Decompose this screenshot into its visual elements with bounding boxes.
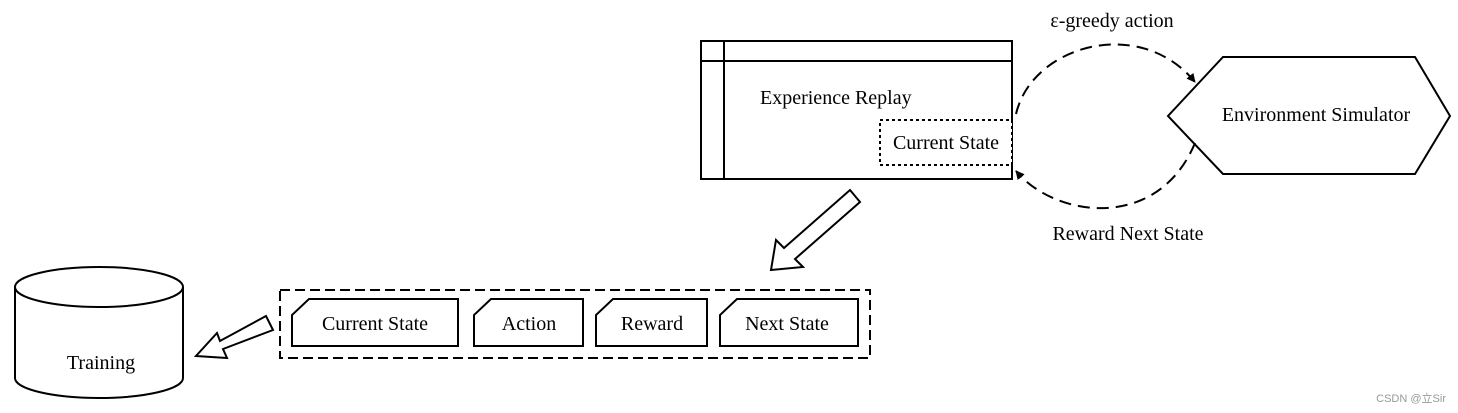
environment-simulator: Environment Simulator xyxy=(1166,56,1452,175)
current-state-slot xyxy=(879,119,1013,166)
training-database: Training xyxy=(14,266,184,399)
sample-arrow-icon xyxy=(769,188,862,272)
watermark: CSDN @立Sir xyxy=(1376,391,1446,405)
batch-item: Reward xyxy=(595,298,708,347)
current-state-slot-label: Current State xyxy=(893,132,999,154)
batch-item-label: Action xyxy=(502,313,556,335)
batch-item-label: Next State xyxy=(745,313,829,335)
experience-replay-label: Experience Replay xyxy=(760,87,912,109)
batch-item: Current State xyxy=(291,298,459,347)
batch-item-label: Current State xyxy=(322,313,428,335)
feedback-label: Reward Next State xyxy=(1052,223,1203,245)
action-arrow xyxy=(1015,43,1196,115)
feedback-arrow xyxy=(1015,142,1196,210)
training-label: Training xyxy=(67,352,135,374)
sample-batch-container xyxy=(279,289,871,359)
experience-replay-box: Experience Replay Current State xyxy=(700,40,1013,180)
training-arrow-icon xyxy=(193,314,275,360)
batch-item: Action xyxy=(473,298,584,347)
batch-item: Next State xyxy=(719,298,859,347)
environment-simulator-label: Environment Simulator xyxy=(1222,104,1411,126)
action-label: ε-greedy action xyxy=(1050,10,1173,32)
batch-item-label: Reward xyxy=(621,313,683,335)
